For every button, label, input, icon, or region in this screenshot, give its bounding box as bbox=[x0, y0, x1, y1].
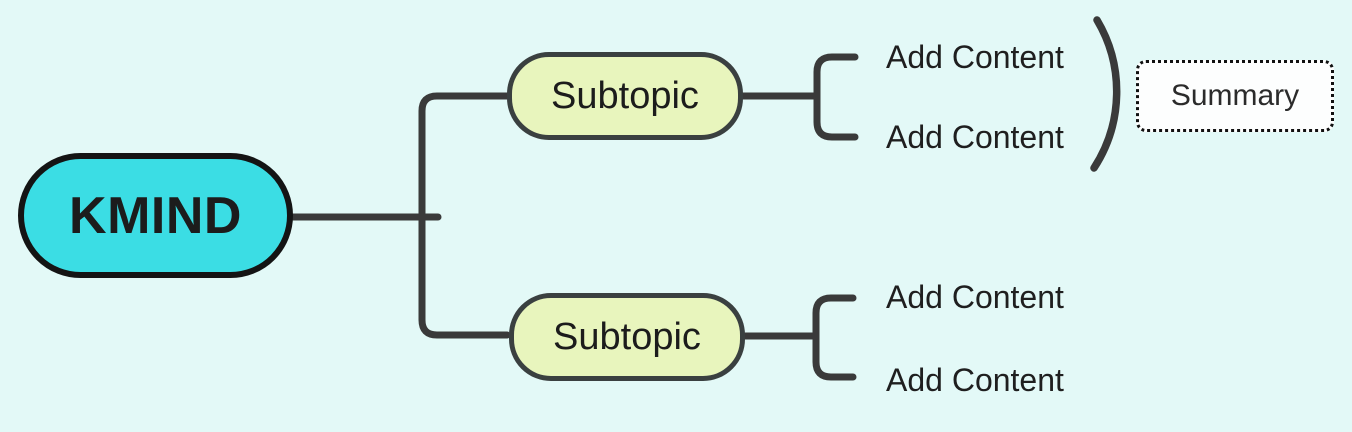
connector-trunk bbox=[418, 92, 511, 339]
subtopic-1-label: Subtopic bbox=[551, 74, 699, 117]
subtopic-node-1[interactable]: Subtopic bbox=[507, 52, 743, 140]
add-content-item-3[interactable]: Add Content bbox=[886, 275, 1076, 319]
add-content-3-label: Add Content bbox=[886, 278, 1064, 315]
add-content-4-label: Add Content bbox=[886, 361, 1064, 398]
summary-label: Summary bbox=[1170, 79, 1300, 112]
connector-branch1-bracket bbox=[813, 53, 859, 141]
root-topic-node[interactable]: KMIND bbox=[18, 153, 293, 278]
add-content-item-1[interactable]: Add Content bbox=[886, 35, 1076, 79]
subtopic-node-2[interactable]: Subtopic bbox=[509, 293, 745, 381]
summary-node[interactable]: Summary bbox=[1136, 60, 1334, 132]
add-content-item-2[interactable]: Add Content bbox=[886, 115, 1076, 159]
summary-brace-arc bbox=[1090, 16, 1121, 172]
add-content-item-4[interactable]: Add Content bbox=[886, 358, 1076, 402]
connector-branch2-bracket bbox=[812, 294, 857, 381]
root-topic-label: KMIND bbox=[69, 186, 242, 245]
add-content-2-label: Add Content bbox=[886, 118, 1064, 155]
subtopic-2-label: Subtopic bbox=[553, 315, 701, 358]
add-content-1-label: Add Content bbox=[886, 38, 1064, 75]
